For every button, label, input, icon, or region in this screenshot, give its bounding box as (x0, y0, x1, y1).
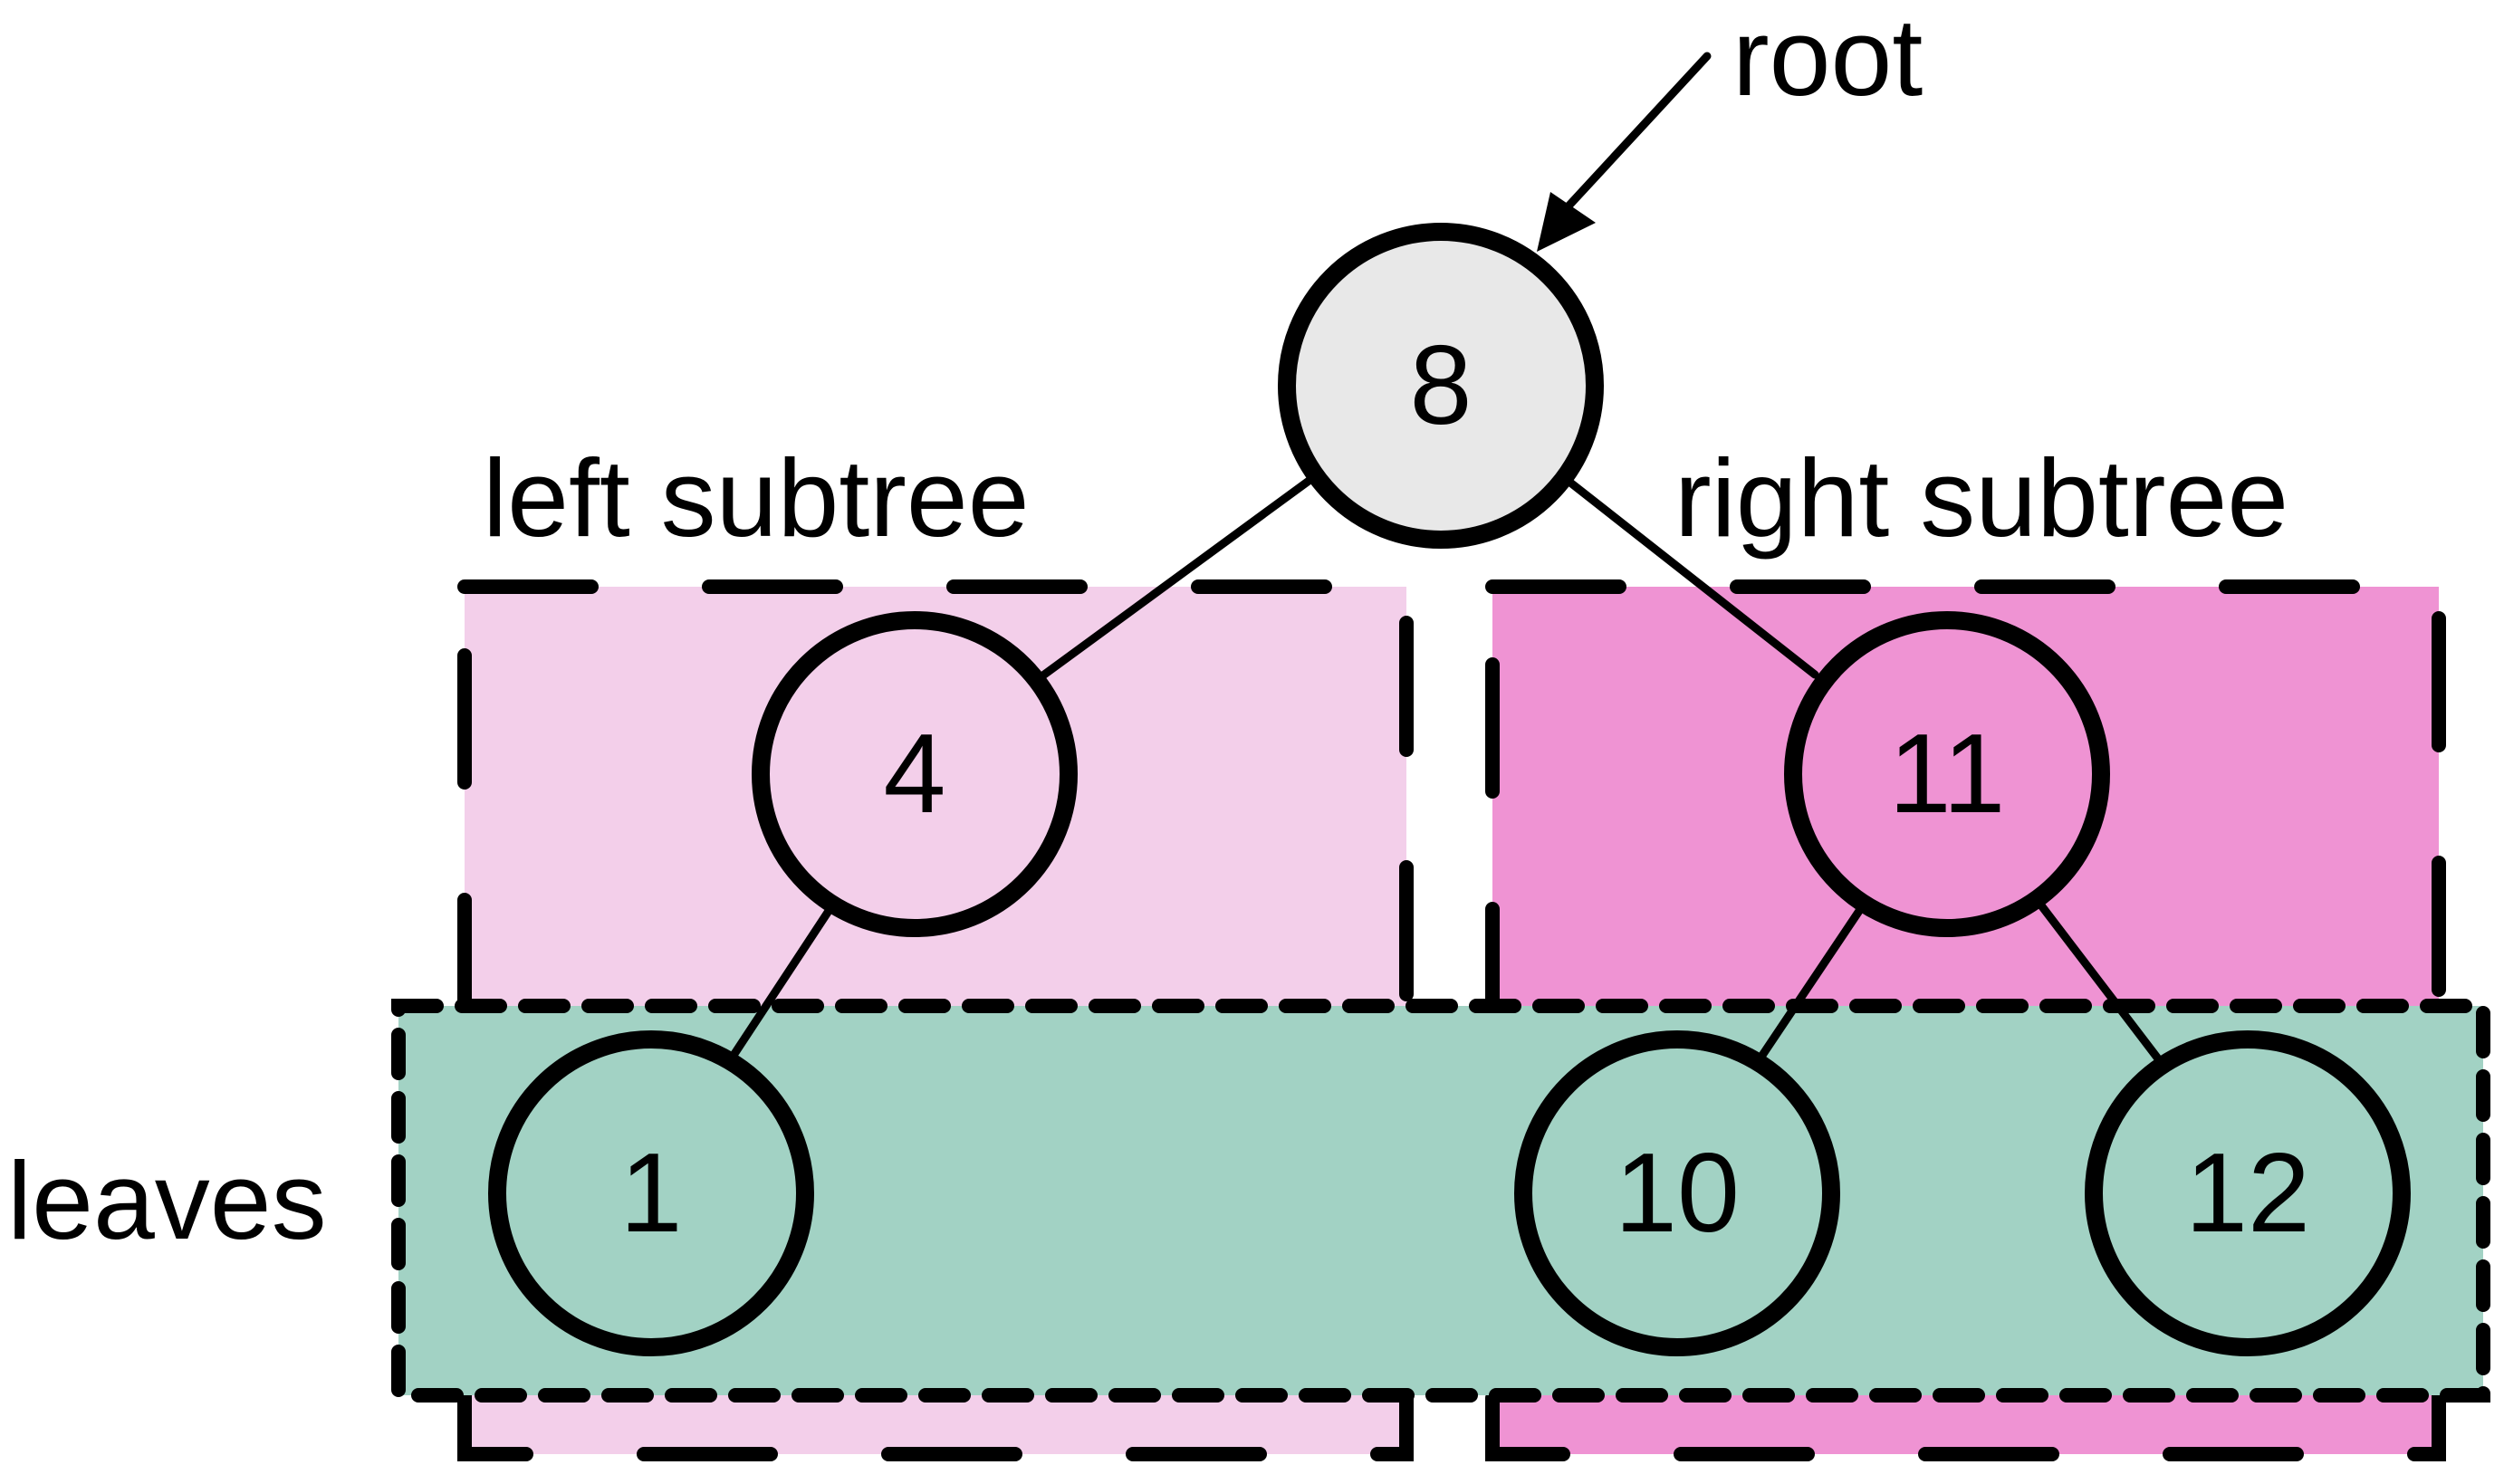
root-arrow-head (1537, 192, 1596, 252)
edge-11-12 (2037, 901, 2162, 1062)
label-leaves: leaves (7, 1139, 327, 1262)
tree-edges (728, 474, 2162, 1062)
node-circle-leaf-left (488, 1030, 814, 1356)
node-circle-right-child (1784, 611, 2110, 937)
node-label-right-child: 11 (1889, 712, 2006, 837)
tree-node-root: 8 (1278, 223, 1604, 549)
node-circle-left-child (752, 611, 1078, 937)
edge-4-1 (728, 901, 837, 1061)
leaves-border (391, 999, 2490, 1403)
label-left-subtree: left subtree (483, 436, 1030, 560)
tree-node-leaf-left: 1 (488, 1030, 814, 1356)
edge-8-11 (1561, 474, 1819, 679)
node-label-root: 8 (1410, 323, 1473, 448)
edge-11-10 (1757, 901, 1867, 1061)
node-circle-root (1278, 223, 1604, 549)
node-label-leaf-mid: 10 (1615, 1131, 1740, 1256)
tree-node-right-child: 11 (1784, 611, 2110, 937)
tree-node-left-child: 4 (752, 611, 1078, 937)
edge-8-4 (1036, 474, 1316, 682)
root-arrow-shaft (1559, 52, 1712, 215)
tree-node-leaf-right: 12 (2085, 1030, 2411, 1356)
root-arrow (1537, 52, 1712, 252)
node-label-leaf-left: 1 (620, 1131, 683, 1256)
node-circle-leaf-mid (1514, 1030, 1840, 1356)
node-label-leaf-right: 12 (2185, 1131, 2310, 1256)
tree-node-leaf-mid: 10 (1514, 1030, 1840, 1356)
node-label-left-child: 4 (884, 712, 946, 837)
node-circle-leaf-right (2085, 1030, 2411, 1356)
label-right-subtree: right subtree (1674, 436, 2288, 560)
label-root: root (1732, 0, 1923, 119)
